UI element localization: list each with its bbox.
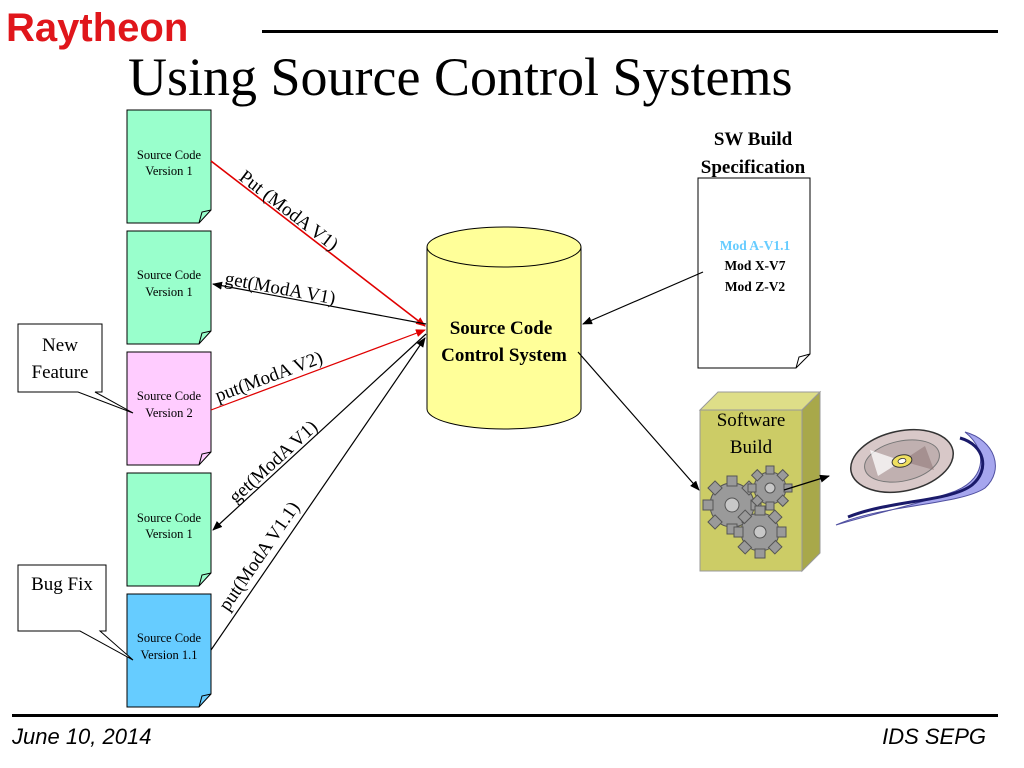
spec-item: Mod Z-V2: [725, 279, 786, 294]
scs-label: Source Code: [450, 318, 553, 339]
arrow-put-v1: [210, 160, 426, 327]
arrow-put-v1-1: [210, 337, 426, 651]
label-get-v1: get(ModA V1): [223, 268, 337, 309]
doc-version-1-a: Source Code Version 1: [126, 109, 212, 224]
scs-label: Control System: [441, 345, 567, 366]
doc-label: Version 2: [145, 406, 193, 420]
spec-document: Mod A-V1.1 Mod X-V7 Mod Z-V2: [697, 177, 811, 369]
doc-version-2: Source Code Version 2: [126, 351, 212, 466]
cd-disc-icon: [835, 428, 996, 526]
doc-label: Version 1: [145, 285, 193, 299]
doc-version-1-1: Source Code Version 1.1: [126, 593, 212, 708]
header-rule: [262, 30, 998, 33]
build-label: Software: [717, 410, 786, 431]
spec-heading: Specification: [701, 157, 806, 178]
callout-text: Bug Fix: [31, 574, 93, 595]
label-get-v1-b: get(ModA V1): [225, 416, 322, 507]
doc-version-1-b: Source Code Version 1: [126, 230, 212, 345]
arrow-get-v1: [212, 281, 427, 325]
doc-label: Source Code: [137, 148, 202, 162]
footer-date: June 10, 2014: [12, 724, 152, 749]
doc-label: Source Code: [137, 631, 202, 645]
spec-item: Mod A-V1.1: [720, 238, 791, 253]
arrow-build-to-cd: [783, 474, 830, 491]
callout-text: New: [42, 335, 78, 356]
gears-icon: [702, 465, 793, 559]
arrow-put-v2: [210, 329, 426, 411]
footer-org: IDS SEPG: [882, 724, 986, 749]
callout-text: Feature: [32, 362, 89, 383]
callout-new-feature: New Feature: [17, 323, 134, 414]
arrow-spec-to-scs: [582, 271, 704, 325]
label-put-v2: put(ModA V2): [212, 347, 325, 406]
footer-rule: [12, 714, 998, 717]
raytheon-logo: Raytheon: [6, 6, 189, 50]
label-put-v1: Put (ModA V1): [235, 166, 342, 255]
source-control-cylinder: Source Code Control System: [426, 226, 582, 430]
doc-label: Version 1.1: [141, 648, 198, 662]
doc-label: Source Code: [137, 511, 202, 525]
doc-label: Version 1: [145, 527, 193, 541]
doc-label: Source Code: [137, 389, 202, 403]
slide-title: Using Source Control Systems: [128, 47, 793, 107]
arrow-scs-to-build: [577, 351, 700, 491]
spec-heading: SW Build: [714, 129, 793, 150]
callout-bug-fix: Bug Fix: [17, 564, 134, 661]
doc-label: Version 1: [145, 164, 193, 178]
arrow-get-v1-b: [212, 333, 427, 531]
spec-item: Mod X-V7: [724, 258, 785, 273]
doc-label: Source Code: [137, 268, 202, 282]
build-label: Build: [730, 437, 773, 458]
doc-version-1-c: Source Code Version 1: [126, 472, 212, 587]
